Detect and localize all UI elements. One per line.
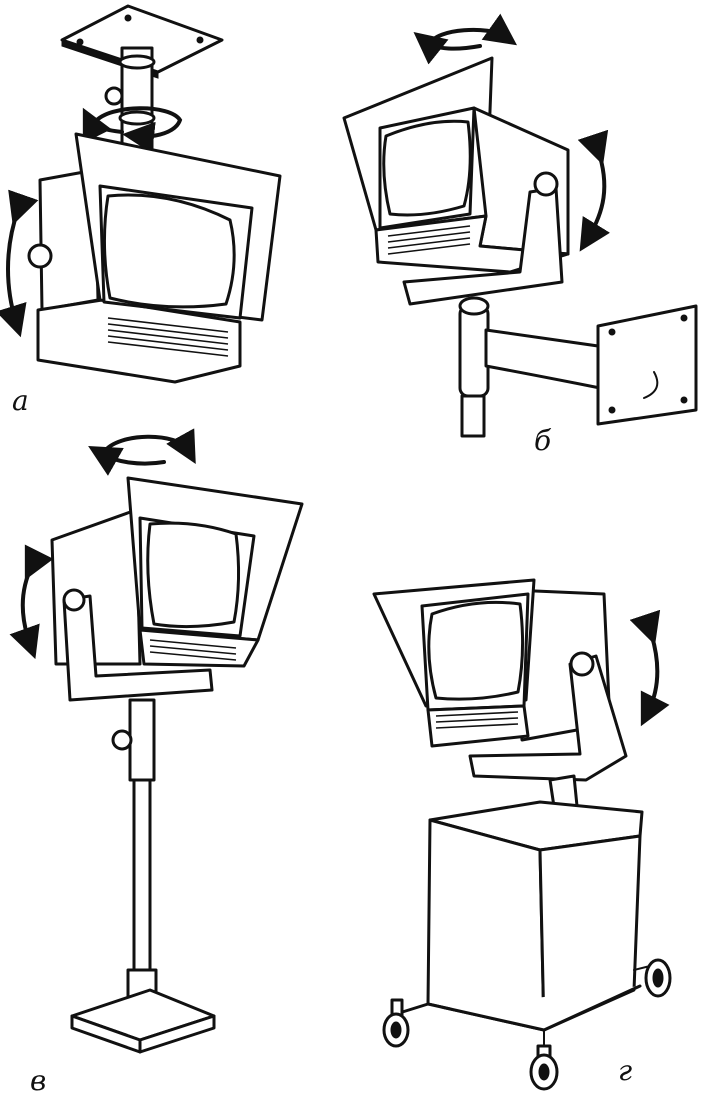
panel-label-a: а	[12, 384, 29, 417]
cart-wheel	[529, 1044, 559, 1091]
tv-screen	[427, 600, 525, 701]
yoke-bracket	[62, 594, 214, 702]
rotate-arrow-icon	[102, 428, 196, 464]
panel-g-mobile-cart: г	[372, 578, 672, 1091]
panel-label-v: в	[30, 1064, 46, 1097]
wall-arm-pivot	[458, 304, 490, 398]
panel-label-b: б	[534, 424, 552, 457]
bracket-knob	[27, 243, 53, 269]
panel-a-ceiling-mount: а	[0, 4, 282, 417]
yoke-knob	[569, 651, 595, 677]
pole-knob	[104, 86, 124, 106]
tilt-arrow-icon	[9, 544, 54, 660]
panel-v-floor-stand: в	[9, 428, 304, 1097]
pole-knob	[111, 729, 133, 751]
yoke-bracket	[468, 654, 628, 782]
tv-screen	[382, 119, 472, 217]
cart-wheel	[633, 958, 672, 998]
tv-screen	[102, 193, 236, 309]
rotate-arrow-icon	[428, 13, 518, 46]
yoke-knob	[62, 588, 86, 612]
panel-label-g: г	[618, 1054, 632, 1087]
vent-grille	[387, 225, 471, 255]
cart-box	[426, 818, 546, 1032]
tv-screen	[146, 521, 241, 629]
wall-plate	[596, 304, 698, 426]
yoke-knob	[533, 171, 559, 197]
vent-grille	[435, 711, 519, 729]
tilt-arrow-icon	[0, 189, 39, 338]
vent-grille	[149, 639, 237, 661]
rotate-arrow-icon	[93, 106, 183, 154]
stand-pole	[128, 698, 156, 782]
tilt-arrow-icon	[577, 129, 611, 252]
tilt-arrow-icon	[629, 609, 670, 727]
cart-wheel	[382, 998, 410, 1048]
vent-grille	[107, 317, 229, 357]
panel-b-wall-mount: б	[342, 13, 698, 457]
